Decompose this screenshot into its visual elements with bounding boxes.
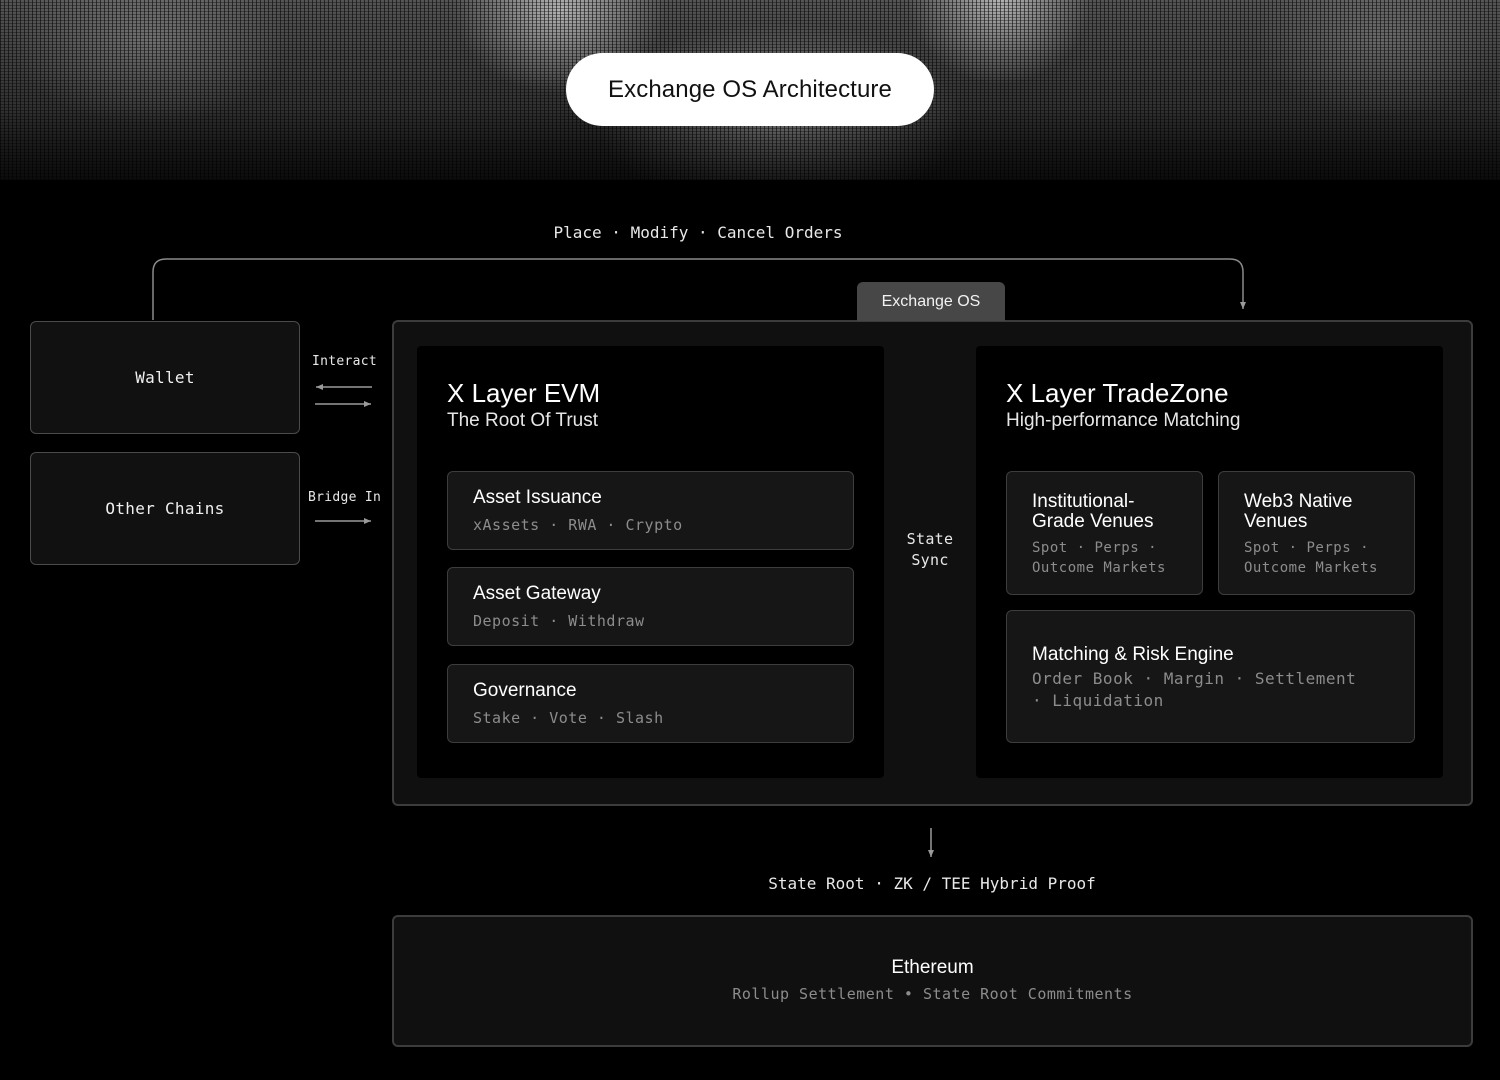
card-items: xAssets · RWA · Crypto bbox=[473, 516, 683, 534]
card-items-line2: · Liquidation bbox=[1032, 691, 1164, 710]
asset-issuance-card: Asset Issuance xAssets · RWA · Crypto bbox=[447, 471, 854, 550]
card-items-line1: Spot · Perps · bbox=[1244, 540, 1370, 556]
card-items: Deposit · Withdraw bbox=[473, 612, 645, 630]
matching-risk-engine-card: Matching & Risk Engine Order Book · Marg… bbox=[1006, 610, 1415, 743]
tradezone-subtitle: High-performance Matching bbox=[1006, 410, 1241, 431]
state-sync-label: State Sync bbox=[906, 530, 954, 569]
card-title: Asset Gateway bbox=[473, 583, 601, 604]
card-items-line2: Outcome Markets bbox=[1032, 560, 1166, 576]
web3-venues-card: Web3 Native Venues Spot · Perps · Outcom… bbox=[1218, 471, 1415, 595]
x-layer-tradezone-panel: X Layer TradeZone High-performance Match… bbox=[976, 346, 1443, 778]
evm-title: X Layer EVM bbox=[447, 378, 601, 408]
card-items-line1: Order Book · Margin · Settlement bbox=[1032, 669, 1357, 688]
exchange-os-tab: Exchange OS bbox=[857, 282, 1005, 321]
asset-gateway-card: Asset Gateway Deposit · Withdraw bbox=[447, 567, 854, 646]
card-title-line2: Venues bbox=[1244, 511, 1308, 532]
evm-subtitle: The Root Of Trust bbox=[447, 410, 598, 431]
card-title: Governance bbox=[473, 680, 577, 701]
card-title-line1: Institutional- bbox=[1032, 491, 1135, 512]
ethereum-subtitle: Rollup Settlement • State Root Commitmen… bbox=[732, 985, 1133, 1003]
card-items-line1: Spot · Perps · bbox=[1032, 540, 1158, 556]
card-items: Stake · Vote · Slash bbox=[473, 709, 664, 727]
card-title: Matching & Risk Engine bbox=[1032, 644, 1234, 665]
card-title-line1: Web3 Native bbox=[1244, 491, 1353, 512]
wallet-box: Wallet bbox=[30, 321, 300, 434]
card-title-line2: Grade Venues bbox=[1032, 511, 1154, 532]
x-layer-evm-panel: X Layer EVM The Root Of Trust Asset Issu… bbox=[417, 346, 884, 778]
other-chains-box: Other Chains bbox=[30, 452, 300, 565]
bridge-in-label: Bridge In bbox=[308, 490, 382, 505]
card-items-line2: Outcome Markets bbox=[1244, 560, 1378, 576]
order-flow-label: Place · Modify · Cancel Orders bbox=[553, 223, 843, 242]
card-title: Asset Issuance bbox=[473, 487, 602, 508]
ethereum-title: Ethereum bbox=[891, 957, 974, 978]
governance-card: Governance Stake · Vote · Slash bbox=[447, 664, 854, 743]
tradezone-title: X Layer TradeZone bbox=[1006, 378, 1229, 408]
interact-label: Interact bbox=[312, 354, 378, 369]
ethereum-box: Ethereum Rollup Settlement • State Root … bbox=[392, 915, 1473, 1047]
proof-label: State Root · ZK / TEE Hybrid Proof bbox=[768, 874, 1096, 893]
page-title: Exchange OS Architecture bbox=[566, 53, 934, 126]
order-flow-line bbox=[152, 258, 1246, 320]
institutional-venues-card: Institutional- Grade Venues Spot · Perps… bbox=[1006, 471, 1203, 595]
